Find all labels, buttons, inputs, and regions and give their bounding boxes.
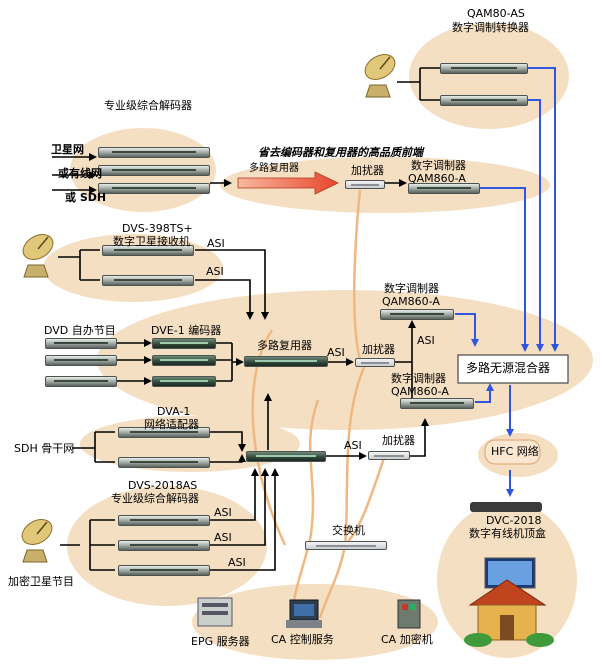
black-links	[52, 67, 440, 571]
asi-label: ASI	[214, 506, 232, 519]
mux-low-unit	[246, 451, 326, 462]
sat-net-label: 卫星网	[51, 143, 84, 156]
dvs2018-label: DVS-2018AS	[128, 479, 198, 492]
hfc-label[interactable]: HFC 网络	[491, 445, 539, 458]
dvc2018-label: DVC-2018	[486, 514, 542, 527]
headline-arrow	[237, 171, 339, 195]
ca-control-label: CA 控制服务	[271, 633, 334, 646]
cable-net-label: 或有线网	[58, 167, 102, 180]
scrambler-top-unit	[345, 180, 385, 189]
dvs2018-label: 专业级综合解码器	[111, 492, 199, 505]
modulator-mid-label: QAM860-A	[382, 295, 440, 308]
dish-icon	[364, 54, 396, 98]
blue-links	[455, 67, 559, 497]
epg-label: EPG 服务器	[191, 635, 250, 648]
modulator-top-unit	[408, 183, 480, 194]
asi-label: ASI	[206, 265, 224, 278]
scrambler-low-unit	[368, 451, 410, 460]
pro-decoder-unit-2	[98, 165, 210, 176]
sdh-backbone-label: SDH 骨干网	[14, 442, 75, 455]
scrambler-mid-unit	[355, 358, 395, 367]
dish-icon	[22, 234, 54, 278]
dve1-unit-3	[152, 376, 216, 387]
dvs398-label: 数字卫星接收机	[113, 235, 190, 248]
epg-server-icon	[197, 597, 233, 627]
dvs2018-unit-1	[118, 515, 210, 526]
sdh-label: 或 SDH	[65, 191, 107, 204]
modulator-top-label: 数字调制器	[411, 159, 466, 172]
dva1-unit-1	[118, 427, 210, 438]
dvs2018-unit-2	[118, 540, 210, 551]
dve1-unit-1	[152, 338, 216, 349]
ca-control-icon	[286, 599, 322, 628]
dvs398-unit-1	[102, 245, 194, 256]
bubble-headend	[220, 157, 550, 213]
modulator-mid-label: 数字调制器	[384, 282, 439, 295]
dvd-label: DVD 自办节目	[44, 324, 116, 337]
modulator-low-unit	[400, 398, 474, 409]
asi-label: ASI	[214, 531, 232, 544]
dve1-unit-2	[152, 355, 216, 366]
modulator-low-label: 数字调制器	[391, 372, 446, 385]
pro-decoder-unit-1	[98, 147, 210, 158]
dvs398-unit-2	[102, 275, 194, 286]
combiner-box	[457, 354, 569, 384]
dve1-label: DVE-1 编码器	[151, 324, 222, 337]
mux-small-label: 多路复用器	[249, 163, 299, 174]
modulator-low-label: QAM860-A	[391, 385, 449, 398]
qam80as-label: 数字调制转换器	[452, 21, 529, 34]
dish-icon	[21, 519, 53, 563]
scrambler-top-label: 加扰器	[351, 164, 384, 177]
switch-unit	[305, 541, 387, 550]
dvd-unit-2	[45, 355, 117, 366]
ca-cables	[251, 189, 387, 619]
asi-label: ASI	[344, 439, 362, 452]
bubble-main	[97, 290, 593, 430]
pro-decoder-label: 专业级综合解码器	[104, 99, 192, 112]
modulator-mid-unit	[380, 309, 454, 320]
pro-decoder-unit-3	[98, 183, 210, 194]
scrambler-low-label: 加扰器	[382, 434, 415, 447]
dvs2018-unit-3	[118, 565, 210, 576]
combiner-label[interactable]: 多路无源混合器	[466, 361, 551, 375]
hfc-box	[484, 439, 541, 465]
switch-label: 交换机	[332, 524, 365, 537]
dva1-unit-2	[118, 457, 210, 468]
ca-encryptor-label: CA 加密机	[381, 633, 433, 646]
scrambler-mid-label: 加扰器	[362, 343, 395, 356]
house-icon	[464, 579, 554, 647]
asi-label: ASI	[228, 556, 246, 569]
mux-main-label: 多路复用器	[257, 339, 312, 352]
dva1-label: 网络适配器	[144, 418, 199, 431]
encrypted-sat-label: 加密卫星节目	[8, 575, 74, 588]
dva1-label: DVA-1	[157, 405, 191, 418]
asi-label: ASI	[327, 346, 345, 359]
bubble-qam80as	[409, 23, 569, 129]
qam80as-fan	[397, 67, 440, 101]
ca-encryptor-icon	[397, 599, 421, 629]
dvd-unit-3	[45, 376, 117, 387]
headline-label: 省去编码器和复用器的高品质前端	[258, 146, 423, 159]
qam80as-unit-2	[440, 95, 528, 106]
modulator-top-label: QAM860-A	[408, 172, 466, 185]
dvd-unit-1	[45, 338, 117, 349]
stb-icon	[470, 502, 542, 589]
asi-label: ASI	[207, 237, 225, 250]
mux-main-unit	[244, 356, 328, 367]
dvs398-label: DVS-398TS+	[122, 222, 193, 235]
asi-label: ASI	[417, 334, 435, 347]
qam80as-unit-1	[440, 63, 528, 74]
dvc2018-label: 数字有线机顶盒	[469, 527, 546, 540]
qam80as-label: QAM80-AS	[467, 7, 525, 20]
